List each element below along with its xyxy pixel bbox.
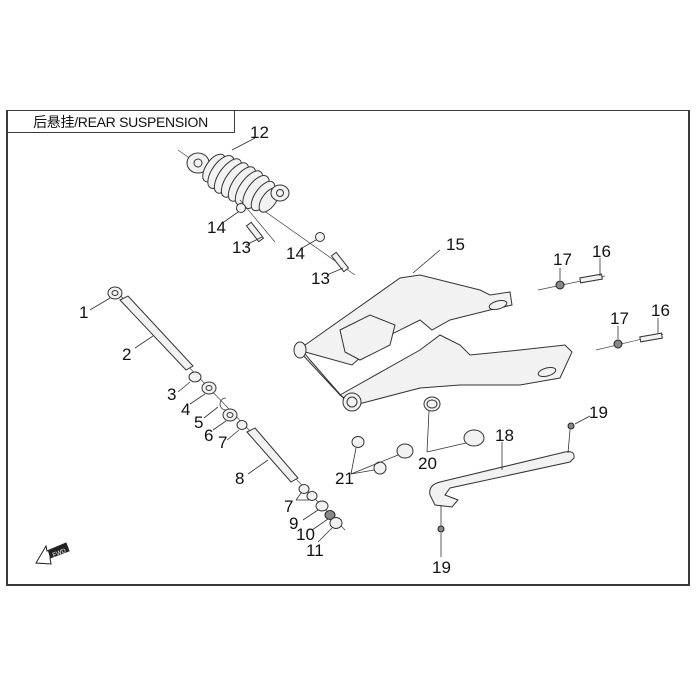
callout-20: 20	[418, 454, 437, 473]
nut-14-left	[236, 203, 246, 213]
bearing-7-lower-a	[298, 484, 310, 494]
callout-13-left: 13	[232, 238, 251, 257]
cap-nut-11	[329, 517, 343, 529]
nut-17-lower	[613, 339, 623, 349]
plug-20-lower	[463, 429, 485, 447]
callout-13-right: 13	[311, 269, 330, 288]
callout-15: 15	[446, 235, 465, 254]
bolt-16-upper	[579, 273, 603, 284]
screw-19-upper	[567, 422, 575, 430]
shock-absorber	[177, 149, 356, 276]
callout-9: 9	[289, 514, 298, 533]
shock-spring	[202, 153, 280, 213]
callout-7-upper: 7	[218, 433, 227, 452]
chain-guide-18	[429, 451, 575, 508]
nut-14-right	[315, 232, 325, 242]
callout-17-upper: 17	[553, 250, 572, 269]
callout-17-lower: 17	[610, 309, 629, 328]
callout-5: 5	[194, 413, 203, 432]
fwd-label: FWD	[52, 548, 68, 559]
callout-19-lower: 19	[432, 558, 451, 577]
bolt-13-right	[330, 251, 350, 273]
pivot-shaft-2	[119, 295, 194, 371]
plug-21-b	[396, 443, 414, 459]
leader-12	[231, 137, 256, 151]
shock-top-eye-hole	[193, 158, 203, 168]
callout-6: 6	[204, 426, 213, 445]
screw-19-lower	[437, 525, 445, 533]
callout-4: 4	[181, 400, 190, 419]
plug-21-a	[351, 436, 365, 448]
callout-1: 1	[79, 303, 88, 322]
callout-2: 2	[122, 345, 131, 364]
callout-14-right: 14	[286, 244, 305, 263]
callout-7-lower: 7	[284, 497, 293, 516]
swingarm	[293, 274, 573, 412]
bolt-13-left	[245, 221, 265, 243]
callout-21: 21	[335, 469, 354, 488]
nut-10	[324, 510, 336, 520]
bearing-7-lower-b	[306, 491, 318, 501]
diagram-title: 后悬挂/REAR SUSPENSION	[6, 110, 235, 133]
bearing-3	[188, 371, 202, 383]
callout-3: 3	[167, 385, 176, 404]
diagram-frame	[6, 110, 690, 586]
callout-14-left: 14	[207, 218, 226, 237]
sleeve-8	[246, 427, 299, 483]
nut-17-upper	[555, 280, 565, 290]
callout-16-lower: 16	[651, 301, 670, 320]
callout-16-upper: 16	[592, 242, 611, 261]
circlip-5	[219, 397, 227, 411]
shock-bottom-eye-hole	[276, 189, 284, 197]
callout-8: 8	[235, 469, 244, 488]
callout-10: 10	[296, 525, 315, 544]
callout-19-upper: 19	[589, 403, 608, 422]
bolt-16-lower	[639, 332, 663, 343]
washer-9	[315, 500, 329, 512]
fwd-arrow-icon: FWD	[35, 542, 70, 565]
callout-18: 18	[495, 426, 514, 445]
bearing-7-upper	[236, 420, 248, 430]
callout-12: 12	[250, 123, 269, 142]
callout-11: 11	[306, 541, 324, 560]
